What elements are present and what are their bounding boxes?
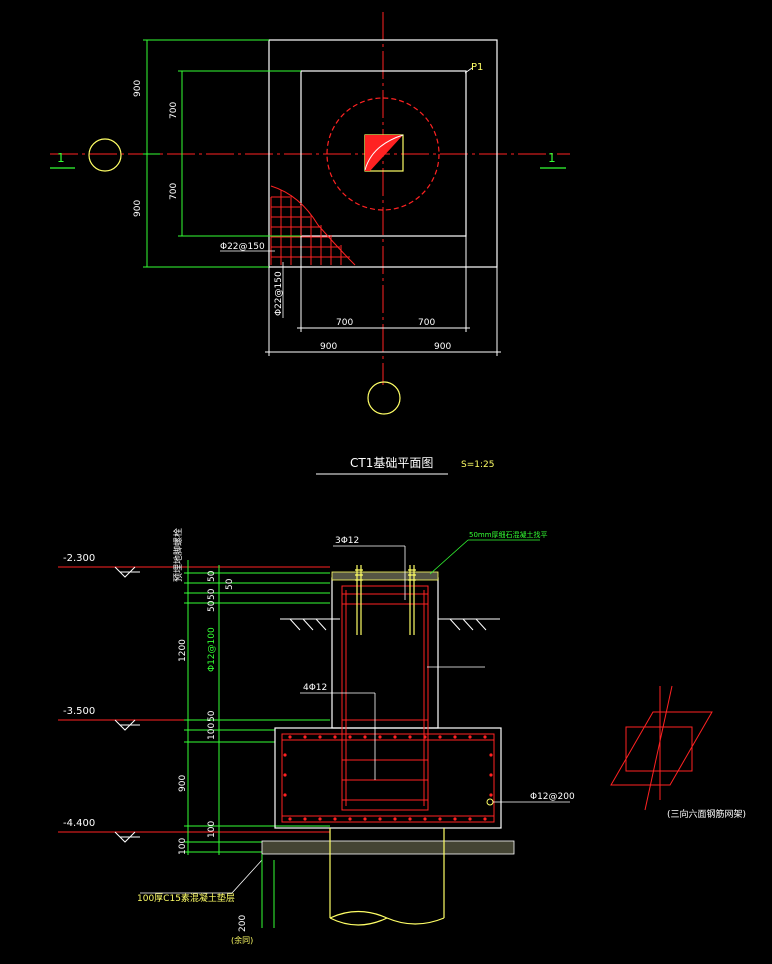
dim-left-inner-bottom: 700 bbox=[169, 183, 179, 200]
axis-bubble-bottom bbox=[367, 381, 401, 415]
dim-s-6: 50 bbox=[207, 710, 217, 722]
level-mid: -3.500 bbox=[63, 706, 95, 717]
section-left-dims bbox=[184, 560, 330, 855]
side-note: 预埋地脚螺栓 bbox=[172, 528, 184, 582]
plan-rebar-v-label: Φ22@150 bbox=[274, 271, 284, 316]
dim-s-4: 50 bbox=[207, 600, 217, 612]
section-mark-left: 1 bbox=[57, 151, 65, 165]
level-markers bbox=[58, 566, 330, 843]
center-hatch-curve bbox=[364, 134, 404, 171]
pier-rebar bbox=[341, 585, 429, 811]
p1-plan-label: P1 bbox=[471, 62, 483, 73]
axis-bubble-left bbox=[88, 138, 122, 172]
pile-dim-lines bbox=[261, 854, 275, 928]
plan-title: CT1基础平面图 bbox=[350, 456, 433, 470]
level-top: -2.300 bbox=[63, 553, 95, 564]
cushion-leader bbox=[231, 859, 263, 894]
cage-square bbox=[625, 726, 693, 772]
pier-column bbox=[331, 577, 439, 729]
dim-s-5: 1200 bbox=[178, 639, 188, 662]
rebar-cage-detail: (三向六面钢筋网架) bbox=[610, 685, 746, 820]
dim-bottom-inner-right: 700 bbox=[418, 318, 435, 328]
plan-rebar-h-label: Φ22@150 bbox=[220, 242, 265, 252]
plan-view: P1 bbox=[50, 12, 570, 475]
pile-circle bbox=[326, 97, 440, 211]
base-bars-label: Φ12@200 bbox=[530, 792, 575, 802]
center-hatch bbox=[365, 135, 403, 171]
dim-s-2: 50 bbox=[207, 588, 217, 600]
pile-dim: 200 bbox=[238, 915, 248, 932]
footing-outline bbox=[268, 39, 498, 268]
footing-rebar bbox=[281, 733, 495, 823]
section-mark-right: 1 bbox=[548, 151, 556, 165]
pier-outline bbox=[300, 70, 467, 237]
dim-s-9: 100 bbox=[207, 821, 217, 838]
base-bars-marker bbox=[486, 798, 494, 806]
dim-s-1: 50 bbox=[207, 570, 217, 582]
cushion-layer bbox=[261, 840, 515, 855]
ground-lines bbox=[280, 618, 500, 631]
anchor-bolts bbox=[355, 565, 416, 635]
dim-left-outer-top: 900 bbox=[133, 80, 143, 97]
plan-left-dims bbox=[143, 39, 301, 268]
top-note: 50mm厚细石混凝土找平 bbox=[469, 530, 548, 539]
plan-bottom-dims bbox=[265, 236, 501, 356]
dim-s-10: 100 bbox=[178, 838, 188, 855]
pile bbox=[329, 828, 445, 926]
dim-s-8: 900 bbox=[178, 775, 188, 792]
dim-bottom-outer-left: 900 bbox=[320, 342, 337, 352]
rebar-detail-note: (三向六面钢筋网架) bbox=[667, 808, 746, 820]
dim-bottom-inner-left: 700 bbox=[336, 318, 353, 328]
rebar-mesh-corner bbox=[270, 185, 356, 266]
cage-diagonal-bar bbox=[644, 685, 673, 811]
top-leveling-layer bbox=[331, 571, 439, 581]
dim-s-3: 50 bbox=[225, 578, 235, 590]
p1-leader bbox=[464, 67, 473, 74]
dim-bottom-outer-right: 900 bbox=[434, 342, 451, 352]
cushion-note: 100厚C15素混凝土垫层 bbox=[137, 892, 235, 904]
plan-scale: S=1:25 bbox=[461, 460, 494, 470]
section-view: -2.300 -3.500 -4.400 预埋地脚螺栓 50 50 50 50 … bbox=[58, 528, 575, 945]
anchor-bolts-label: 3Φ12 bbox=[335, 536, 359, 546]
dim-left-outer-bottom: 900 bbox=[133, 200, 143, 217]
top-note-leader bbox=[429, 539, 469, 575]
dim-left-inner-top: 700 bbox=[169, 102, 179, 119]
pier-bars-label: 4Φ12 bbox=[303, 683, 327, 693]
stirrup-note: Φ12@100 bbox=[207, 627, 217, 672]
footing-block bbox=[274, 727, 502, 829]
pile-note: (余同) bbox=[231, 935, 253, 945]
dim-s-7: 100 bbox=[207, 723, 217, 740]
level-bottom: -4.400 bbox=[63, 818, 95, 829]
footing-rebar-dots bbox=[283, 735, 493, 821]
